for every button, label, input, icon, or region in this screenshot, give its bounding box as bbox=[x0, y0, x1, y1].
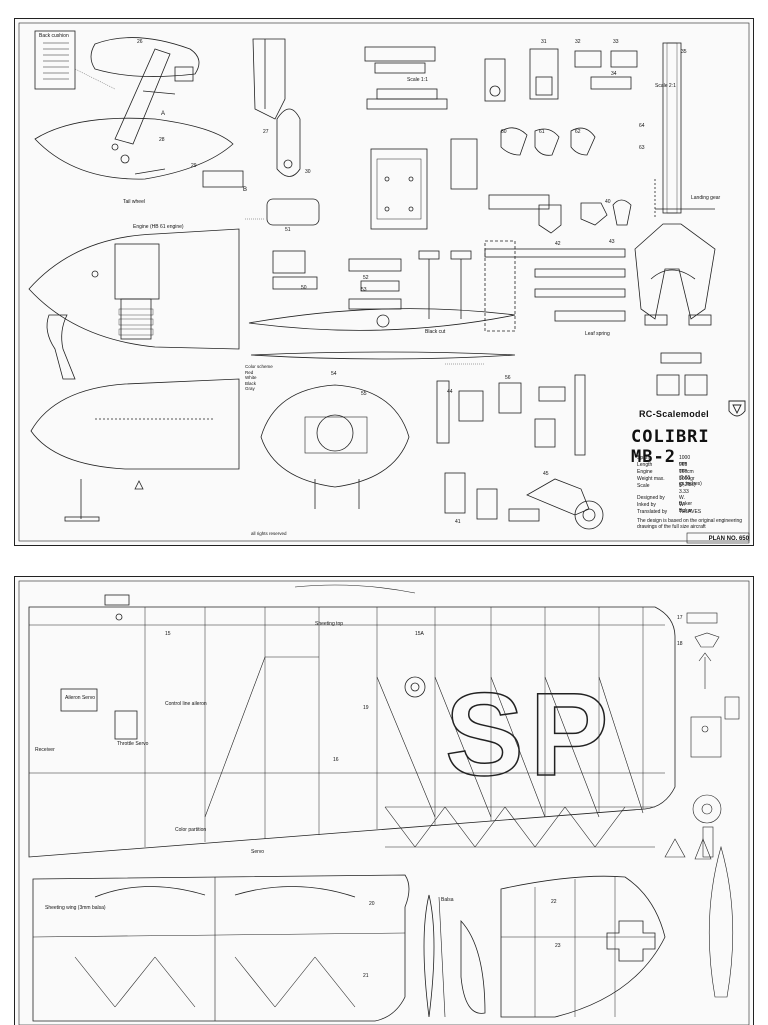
landing-gear-label: Landing gear bbox=[691, 195, 721, 201]
part-number: 33 bbox=[613, 39, 619, 45]
part-number: 30 bbox=[305, 169, 311, 175]
drawing-label: Color partition bbox=[175, 827, 207, 833]
part-number: 56 bbox=[505, 375, 511, 381]
model-name: COLIBRI MB-2 bbox=[631, 427, 710, 467]
plan-number: PLAN NO. 650 bbox=[708, 536, 749, 542]
drawing-label: Sheeting wing (3mm balsa) bbox=[45, 905, 106, 911]
scale-label: Scale 2:1 bbox=[655, 83, 676, 89]
leaf-spring-label: Leaf spring bbox=[585, 331, 610, 337]
rib-number: 17 bbox=[677, 615, 683, 621]
color-scheme-legend: Color scheme Red White Black Gray bbox=[245, 364, 301, 394]
part-number: 54 bbox=[331, 371, 337, 377]
rib-number: 15 bbox=[165, 631, 171, 637]
credit-row: Inked by W. Baker bbox=[637, 502, 692, 514]
spec-row: Span 1000 mm bbox=[637, 455, 690, 467]
brand-title: RC-Scalemodel bbox=[639, 409, 709, 419]
spec-value: 10ccm (0.61 cu.inches) bbox=[679, 469, 702, 487]
spec-label: Length bbox=[637, 462, 653, 468]
credit-value: W. Baker bbox=[679, 502, 693, 514]
part-number: 51 bbox=[285, 227, 291, 233]
spec-row: Weight max. 1000gr (2.2lbs) bbox=[637, 476, 696, 488]
credit-value: W. Baker bbox=[679, 495, 693, 507]
rib-number: 20 bbox=[369, 901, 375, 907]
credit-row: Designed by W. Baker bbox=[637, 495, 692, 507]
engine-label: Engine (HB 61 engine) bbox=[133, 224, 184, 230]
part-number: 50 bbox=[301, 285, 307, 291]
part-number: 63 bbox=[639, 145, 645, 151]
part-number: 44 bbox=[447, 389, 453, 395]
credit-label: Designed by bbox=[637, 495, 665, 501]
part-number: 55 bbox=[361, 391, 367, 397]
drawing-label: Balsa bbox=[441, 897, 454, 903]
color-scheme-title: Color scheme bbox=[245, 364, 273, 369]
part-number: 41 bbox=[455, 519, 461, 525]
scale-label: Scale 1:1 bbox=[407, 77, 428, 83]
spec-value: 1 : 3.33 bbox=[679, 483, 689, 495]
part-number: 27 bbox=[263, 129, 269, 135]
spec-value: 905 mm bbox=[679, 462, 688, 474]
part-number: 26 bbox=[137, 39, 143, 45]
part-number: 64 bbox=[639, 123, 645, 129]
spec-label: Scale bbox=[637, 483, 650, 489]
part-number: 28 bbox=[159, 137, 165, 143]
part-number: 42 bbox=[555, 241, 561, 247]
part-number: 52 bbox=[363, 275, 369, 281]
spec-value: 1000gr (2.2lbs) bbox=[679, 476, 696, 488]
part-number: 35 bbox=[681, 49, 687, 55]
part-number: 29 bbox=[191, 163, 197, 169]
drawing-label: Receiver bbox=[35, 747, 55, 753]
color-scheme-item: White bbox=[245, 375, 257, 380]
credit-label: Inked by bbox=[637, 502, 656, 508]
rib-number: 23 bbox=[555, 943, 561, 949]
drawing-label: Aileron Servo bbox=[65, 695, 96, 701]
spec-row: Engine 10ccm (0.61 cu.inches) bbox=[637, 469, 702, 487]
credit-label: Translated by bbox=[637, 509, 668, 515]
part-number: 40 bbox=[605, 199, 611, 205]
color-scheme-item: Gray bbox=[245, 386, 255, 391]
part-number: 53 bbox=[361, 287, 367, 293]
color-scheme-item: Red bbox=[245, 369, 254, 375]
drawing-label: Control line aileron bbox=[165, 701, 207, 707]
spec-label: Span bbox=[637, 455, 649, 461]
spec-value: 1000 mm bbox=[679, 455, 691, 467]
part-number: 60 bbox=[501, 129, 507, 135]
part-number: 62 bbox=[575, 129, 581, 135]
spec-label: Weight max. bbox=[637, 476, 665, 482]
crest-icon bbox=[728, 400, 746, 417]
spec-row: Length 905 mm bbox=[637, 462, 687, 474]
rib-number: 19 bbox=[363, 705, 369, 711]
drawing-label: Sheeting top bbox=[315, 621, 344, 627]
credit-row: Translated by TELAVES bbox=[637, 509, 701, 515]
plan-sheet-1-drawing bbox=[18, 22, 750, 544]
part-number: 32 bbox=[575, 39, 581, 45]
design-note: The design is based on the original engi… bbox=[637, 518, 743, 530]
plan-sheet-1: Back cushion Tail wheel Black cut Engine… bbox=[14, 18, 754, 546]
part-number: 31 bbox=[541, 39, 547, 45]
drawing-label: Throttle Servo bbox=[117, 741, 149, 747]
part-number: 61 bbox=[539, 129, 545, 135]
plan-sheet-2: SP Aileron Servo Throttle Servo Receiver… bbox=[14, 576, 754, 1025]
credit-value: TELAVES bbox=[679, 509, 702, 515]
black-cut-label: Black cut bbox=[425, 329, 446, 335]
rib-number: 18 bbox=[677, 641, 683, 647]
rib-number: 16 bbox=[333, 757, 339, 763]
plan-sheet-2-drawing bbox=[18, 580, 750, 1025]
part-number: 43 bbox=[609, 239, 615, 245]
part-number: 45 bbox=[543, 471, 549, 477]
spec-row: Scale 1 : 3.33 bbox=[637, 483, 689, 495]
rib-number: 22 bbox=[551, 899, 557, 905]
rib-number: 15A bbox=[415, 631, 424, 637]
section-letter: A bbox=[161, 111, 166, 117]
tail-wheel-label: Tail wheel bbox=[123, 199, 145, 205]
color-scheme-item: Black bbox=[245, 380, 257, 386]
rib-number: 21 bbox=[363, 973, 369, 979]
part-number: 34 bbox=[611, 71, 617, 77]
section-letter: B bbox=[243, 187, 248, 193]
fuselage-registration-letters: SP bbox=[444, 668, 615, 802]
title-block: RC-Scalemodel COLIBRI MB-2 Span 1000 mm … bbox=[631, 399, 749, 541]
copyright-note: all rights reserved bbox=[251, 531, 287, 536]
spec-label: Engine bbox=[637, 469, 653, 475]
back-cushion-label: Back cushion bbox=[39, 33, 69, 39]
drawing-label: Servo bbox=[251, 849, 265, 855]
